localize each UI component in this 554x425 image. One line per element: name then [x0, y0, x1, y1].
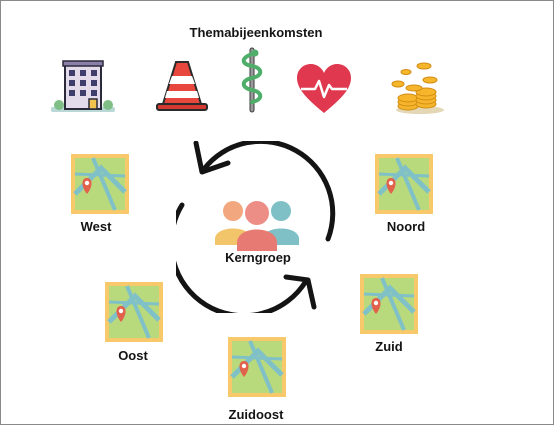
heartbeat-icon: [295, 63, 353, 115]
region-label-noord: Noord: [386, 219, 426, 234]
map-pin-icon: [71, 154, 129, 214]
coins-icon: [386, 58, 446, 116]
region-label-oost: Oost: [118, 348, 148, 363]
region-label-zuid: Zuid: [375, 339, 403, 354]
traffic-cone-icon: [155, 60, 209, 112]
center-label: Kerngroep: [225, 250, 291, 265]
map-pin-icon: [360, 274, 418, 334]
region-label-west: West: [80, 219, 112, 234]
map-pin-icon: [105, 282, 163, 342]
map-pin-icon: [228, 337, 286, 397]
people-group-icon: [211, 199, 303, 251]
diagram-title: Themabijeenkomsten: [189, 25, 323, 40]
map-pin-icon: [375, 154, 433, 214]
caduceus-icon: [239, 46, 265, 114]
cycle-arrows: [176, 141, 346, 313]
region-label-zuidoost: Zuidoost: [228, 407, 284, 422]
building-icon: [51, 59, 115, 113]
